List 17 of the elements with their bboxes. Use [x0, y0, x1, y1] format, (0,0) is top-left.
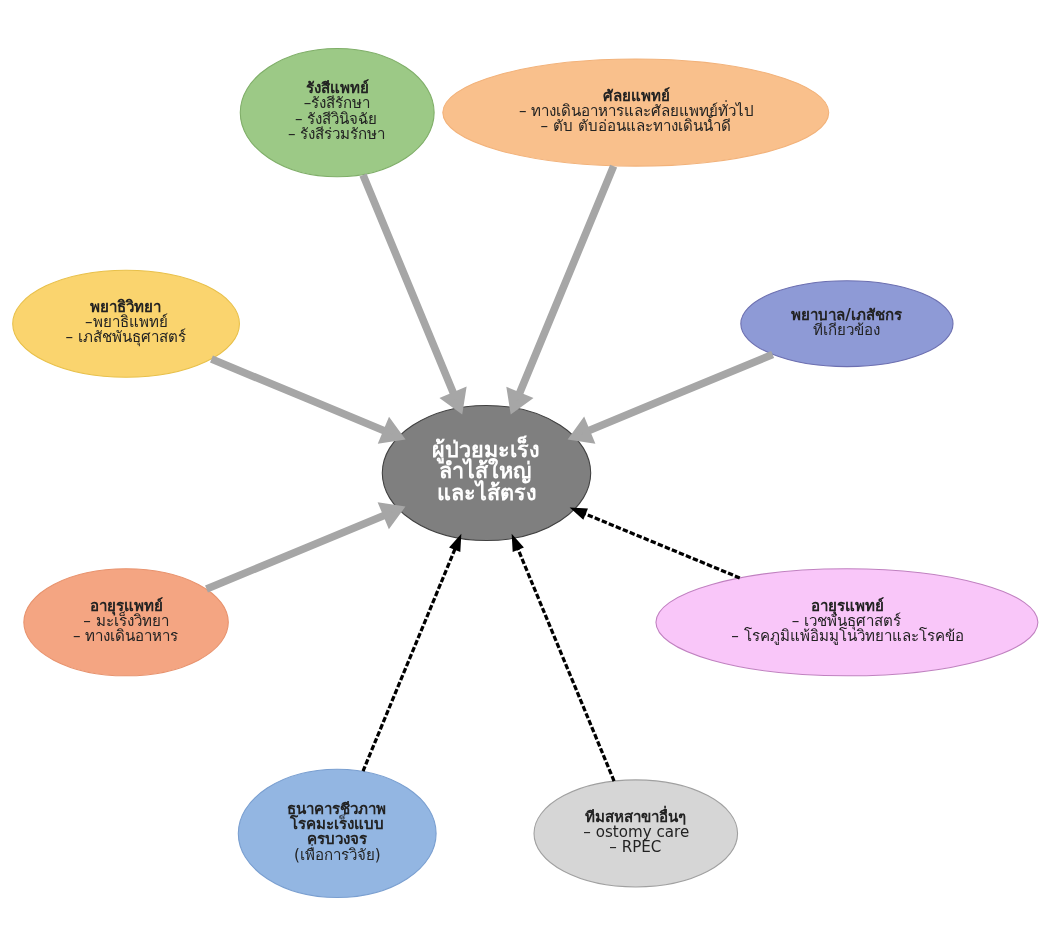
arrow — [210, 355, 406, 444]
node-ellipse: อายุรแพทย์ – มะเร็งวิทยา – ทางเดินอาหาร — [23, 567, 229, 676]
node-ellipse: ศัลยแพทย์ – ทางเดินอาหารและศัลยแพทย์ทั่วไป – ตับ ตับอ่อนและทางเดินน้ำดี — [442, 58, 830, 167]
arrow — [567, 350, 775, 444]
node-ellipse: พยาธิวิทยา –พยาธิแพทย์ – เภสัชพันธุศาสตร์ — [12, 269, 240, 378]
node-ellipse: ผู้ป่วยมะเร็งลำไส้ใหญ่และไส้ตรง — [381, 404, 592, 541]
node-ellipse: ทีมสหสาขาอื่นๆ – ostomy care – RPEC — [533, 778, 739, 887]
arrow — [569, 506, 741, 579]
node-ellipse: ธนาคารชีวภาพโรคมะเร็งแบบครบวงจร (เพื่อการวิจัย) — [237, 768, 437, 898]
arrow — [205, 501, 406, 592]
node-ellipse: อายุรแพทย์ – เวชพันธุศาสตร์ – โรคภูมิแพ้อิมมูโนวิทยาและโรคข้อ — [655, 567, 1039, 676]
node-ellipse: รังสีแพทย์ –รังสีรักษา – รังสีวินิจฉัย – รังสีร่วมรักษา — [239, 47, 435, 177]
arrow — [506, 164, 618, 415]
node-ellipse: พยาบาล/เภสัชกร ที่เกี่ยวข้อง — [740, 279, 954, 367]
arrow — [511, 533, 616, 782]
arrow — [361, 533, 462, 772]
arrow — [359, 173, 467, 414]
